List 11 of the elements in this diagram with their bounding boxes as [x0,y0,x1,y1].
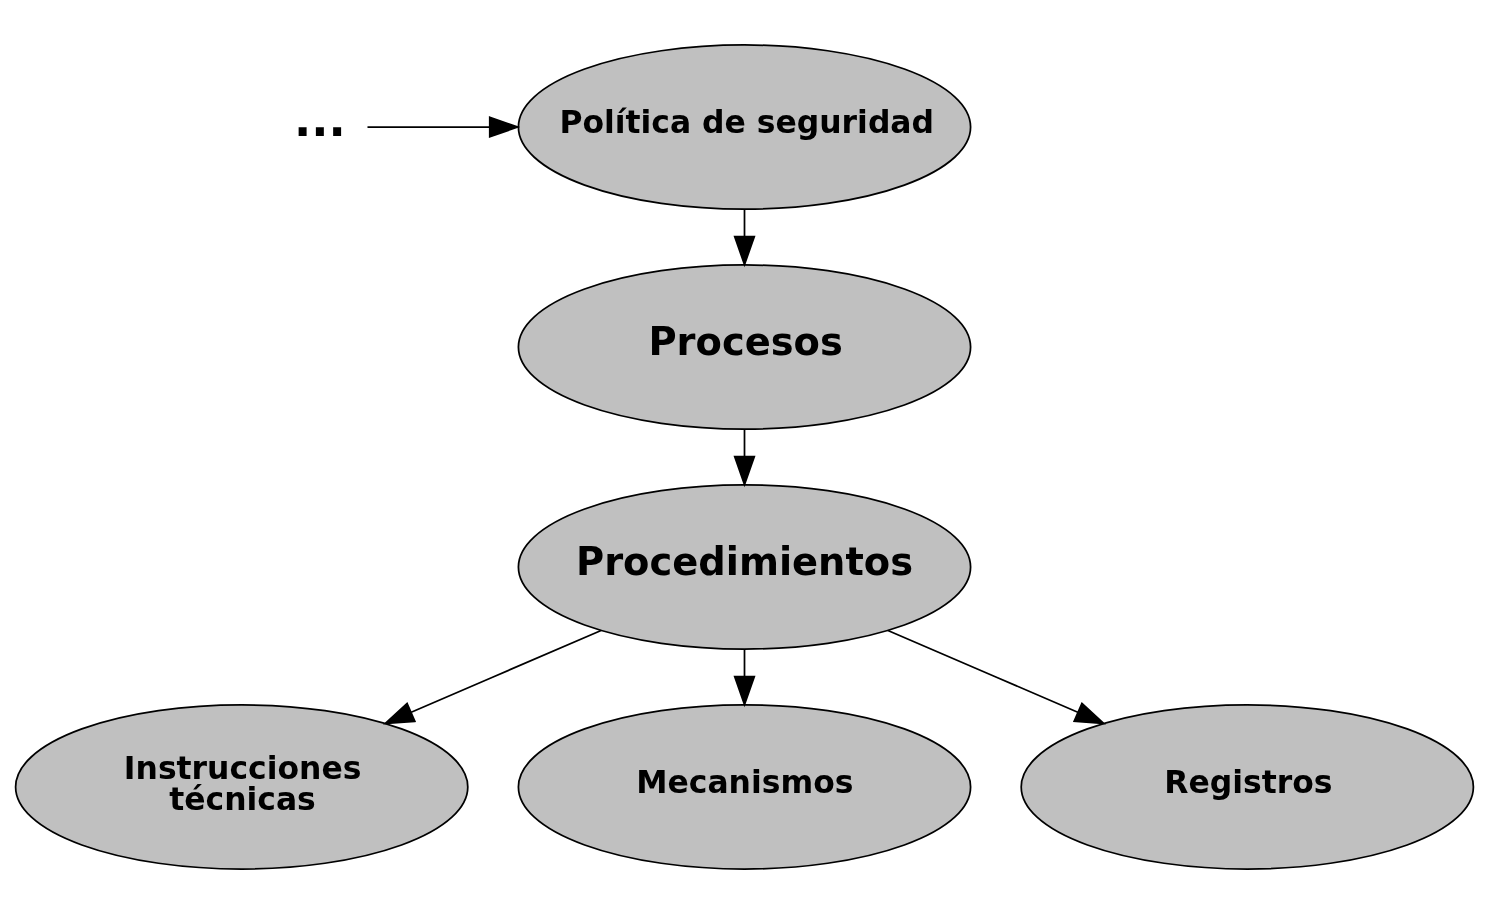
arrow [366,115,521,138]
arrow [382,629,602,724]
arrow [733,208,756,267]
arrow [887,629,1107,724]
node-ellipse: Procesos [517,263,972,430]
node-ellipse: Política de seguridad [517,43,972,210]
arrow [733,647,756,707]
arrow [733,428,756,487]
node-ellipse: Mecanismos [517,703,972,870]
node-text: ... [294,93,346,147]
node-ellipse: Procedimientos [517,483,972,650]
